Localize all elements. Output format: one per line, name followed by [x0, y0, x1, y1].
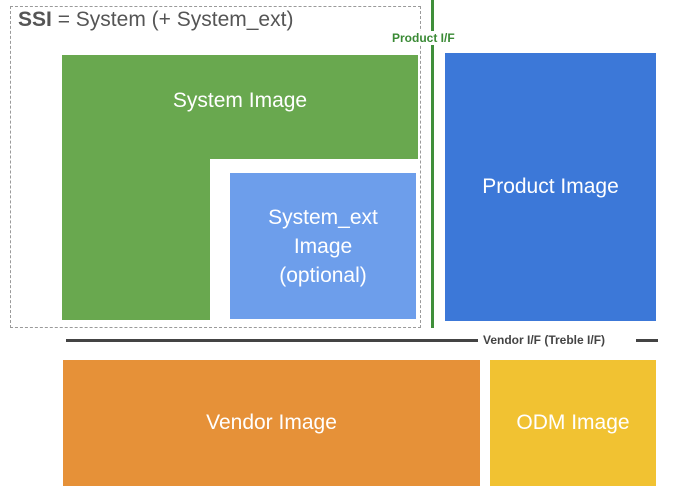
system-ext-label-line2: Image [293, 234, 353, 258]
product-image-label: Product Image [482, 175, 619, 198]
odm-image-block: ODM Image [490, 360, 656, 486]
ssi-abbr: SSI [18, 8, 52, 31]
system-ext-image-block: System_ext Image (optional) [230, 173, 416, 319]
system-ext-label-line3: (optional) [279, 263, 367, 287]
ssi-boundary [10, 6, 421, 328]
product-image-block: Product Image [445, 53, 656, 321]
ssi-definition: = System (+ System_ext) [51, 8, 294, 31]
ssi-title: SSI = System (+ System_ext) [18, 8, 293, 32]
system-image-label: System Image [172, 89, 308, 112]
vendor-image-block: Vendor Image [63, 360, 480, 486]
vendor-image-label: Vendor Image [206, 411, 337, 434]
system-image-left-part [62, 158, 210, 320]
system-image-block [62, 55, 418, 320]
vendor-interface-line-end [636, 339, 658, 342]
product-interface-label: Product I/F [390, 31, 457, 45]
system-ext-label-line1: System_ext [268, 205, 378, 229]
vendor-interface-line [66, 339, 478, 342]
product-interface-line [431, 0, 434, 328]
odm-image-label: ODM Image [516, 411, 630, 434]
vendor-interface-label: Vendor I/F (Treble I/F) [483, 333, 606, 347]
system-image-top-part [62, 55, 418, 159]
